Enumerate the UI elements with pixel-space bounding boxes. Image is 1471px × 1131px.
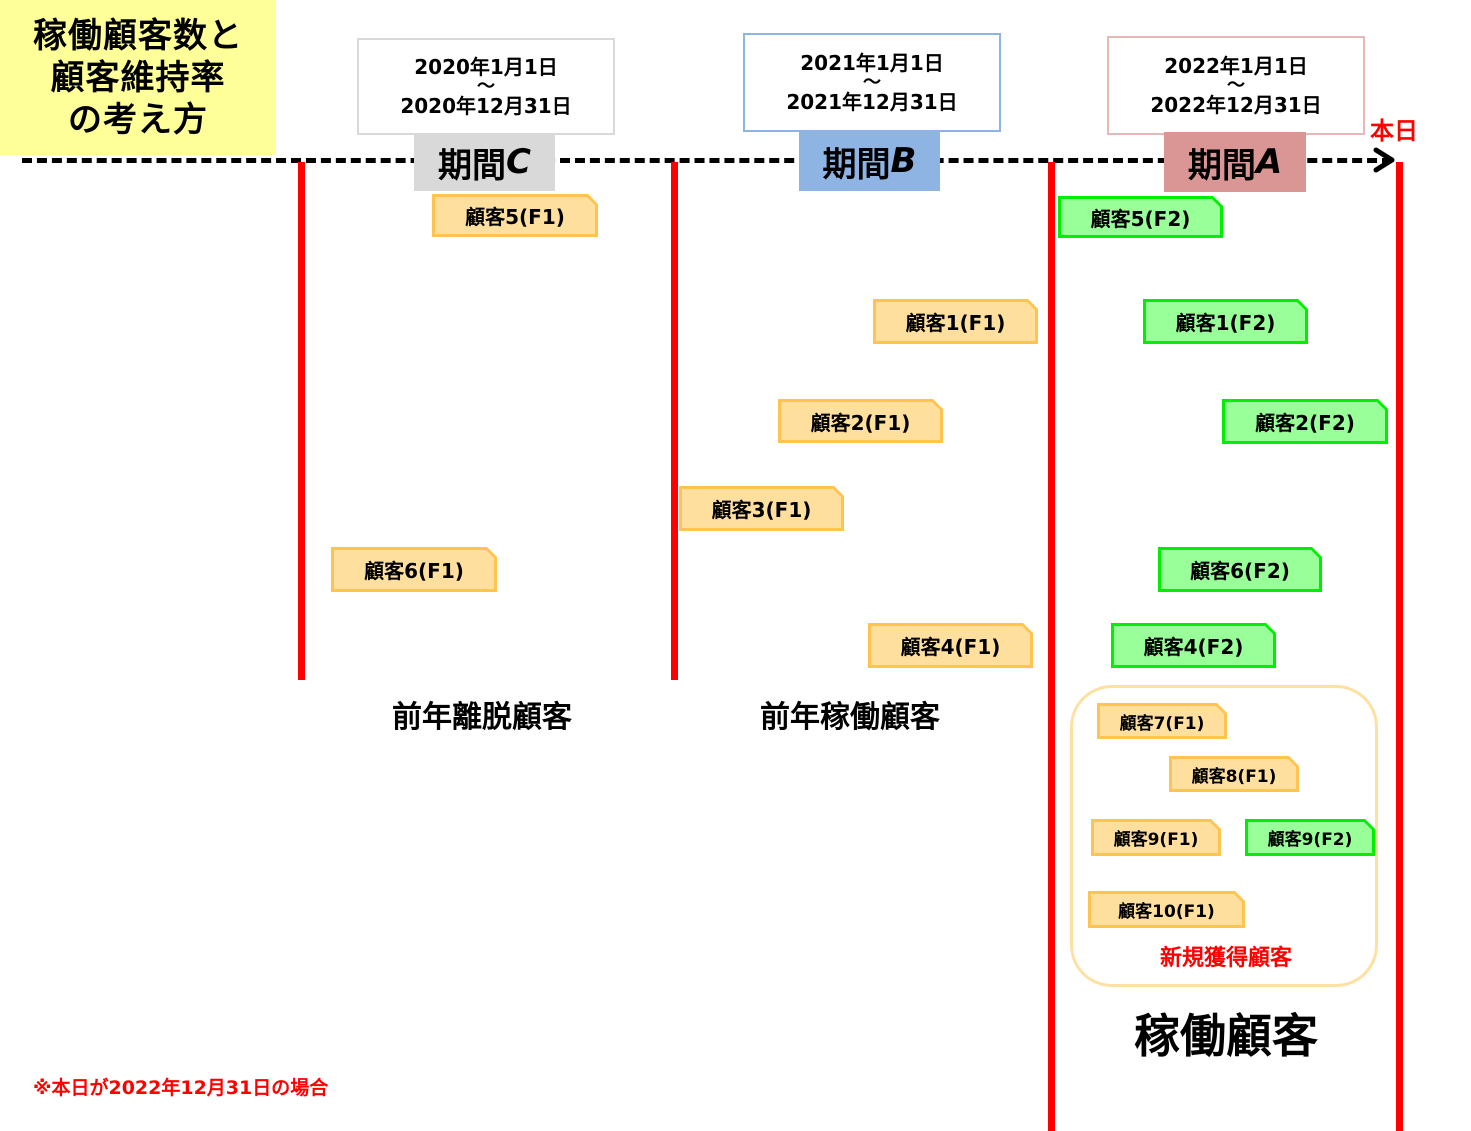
period-c-date-range: 2020年1月1日 ～ 2020年12月31日 xyxy=(357,38,615,135)
customer-tag-5-f1: 顧客5(F1) xyxy=(432,194,598,237)
customer-tag-2-f1: 顧客2(F1) xyxy=(778,399,943,443)
timeline-dashed-line xyxy=(22,158,1392,163)
prev-active-label: 前年稼働顧客 xyxy=(760,700,940,735)
customer-tag-8-f1: 顧客8(F1) xyxy=(1169,756,1299,792)
period-c-letter: C xyxy=(506,142,531,182)
customer-tag-5-f2: 顧客5(F2) xyxy=(1058,196,1223,238)
active-customers-label: 稼働顧客 xyxy=(1134,1009,1318,1063)
period-a-name: 期間 xyxy=(1187,145,1256,186)
customer-tag-2-f2: 顧客2(F2) xyxy=(1222,399,1388,444)
period-a-start-date: 2022年1月1日 xyxy=(1164,53,1308,78)
footnote: ※本日が2022年12月31日の場合 xyxy=(33,1077,329,1099)
customer-tag-6-f2: 顧客6(F2) xyxy=(1158,547,1322,592)
period-a-letter: A xyxy=(1255,142,1283,182)
period-b-start-date: 2021年1月1日 xyxy=(800,50,944,75)
period-a-end-date: 2022年12月31日 xyxy=(1150,92,1322,117)
customer-tag-1-f1: 顧客1(F1) xyxy=(873,299,1038,344)
period-c-tilde: ～ xyxy=(477,75,495,97)
period-c-name: 期間 xyxy=(438,145,507,186)
customer-tag-7-f1: 顧客7(F1) xyxy=(1097,703,1227,739)
divider-period-a-start xyxy=(1048,162,1055,1131)
period-b-letter: B xyxy=(890,141,917,181)
period-b-date-range: 2021年1月1日 ～ 2021年12月31日 xyxy=(743,33,1001,132)
period-b-tilde: ～ xyxy=(863,71,881,93)
divider-today xyxy=(1396,162,1403,1131)
period-a-date-range: 2022年1月1日 ～ 2022年12月31日 xyxy=(1107,36,1365,135)
divider-period-c-start xyxy=(298,162,305,680)
divider-period-b-start xyxy=(671,162,678,680)
customer-tag-10-f1: 顧客10(F1) xyxy=(1088,891,1245,928)
customer-tag-4-f2: 顧客4(F2) xyxy=(1111,623,1276,668)
title-line-3: の考え方 xyxy=(68,99,208,140)
period-b-name: 期間 xyxy=(822,144,891,185)
customer-tag-4-f1: 顧客4(F1) xyxy=(868,623,1033,668)
customer-tag-3-f1: 顧客3(F1) xyxy=(679,486,844,531)
new-customers-group-box xyxy=(1070,685,1378,987)
arrow-right-icon xyxy=(1373,147,1395,173)
customer-tag-9-f2: 顧客9(F2) xyxy=(1245,819,1375,856)
prev-churned-label: 前年離脱顧客 xyxy=(392,700,572,735)
customer-tag-9-f1: 顧客9(F1) xyxy=(1091,819,1221,856)
customer-tag-6-f1: 顧客6(F1) xyxy=(331,547,497,592)
customer-tag-1-f2: 顧客1(F2) xyxy=(1143,299,1308,344)
diagram-title: 稼働顧客数と 顧客維持率 の考え方 xyxy=(0,0,276,155)
period-c-start-date: 2020年1月1日 xyxy=(414,54,558,79)
title-line-2: 顧客維持率 xyxy=(50,57,226,98)
new-customers-label: 新規獲得顧客 xyxy=(1160,946,1293,971)
period-c-end-date: 2020年12月31日 xyxy=(400,93,572,118)
today-label: 本日 xyxy=(1370,117,1418,145)
period-b-end-date: 2021年12月31日 xyxy=(786,89,958,114)
period-a-tilde: ～ xyxy=(1227,74,1245,96)
title-line-1: 稼働顧客数と xyxy=(33,15,243,56)
